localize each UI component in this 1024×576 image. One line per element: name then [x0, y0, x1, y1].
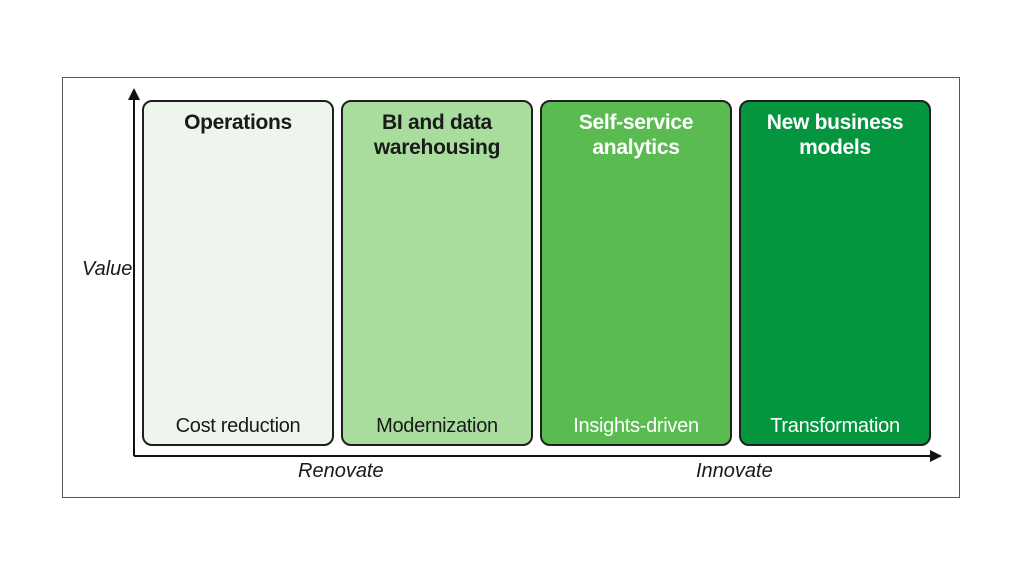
x-axis-label-renovate: Renovate: [298, 460, 384, 482]
stage-new-business-models: New business models Transformation: [739, 100, 931, 446]
x-axis-label-innovate: Innovate: [696, 460, 773, 482]
x-axis-arrow-icon: [930, 450, 942, 462]
stage-operations: Operations Cost reduction: [142, 100, 334, 446]
stage-subtitle: Insights-driven: [573, 415, 699, 437]
stage-title: Operations: [184, 111, 292, 134]
stage-title: New business models: [766, 111, 904, 159]
stage-subtitle: Transformation: [770, 415, 900, 437]
stage-self-service-analytics: Self-service analytics Insights-driven: [540, 100, 732, 446]
y-axis-label: Value: [82, 258, 133, 280]
stage-subtitle: Modernization: [376, 415, 498, 437]
stage-subtitle: Cost reduction: [175, 415, 301, 437]
y-axis-arrow-icon: [128, 88, 140, 100]
stage-title: BI and data warehousing: [373, 111, 501, 159]
stage-bi-data-warehousing: BI and data warehousing Modernization: [341, 100, 533, 446]
stage-title: Self-service analytics: [578, 111, 694, 159]
